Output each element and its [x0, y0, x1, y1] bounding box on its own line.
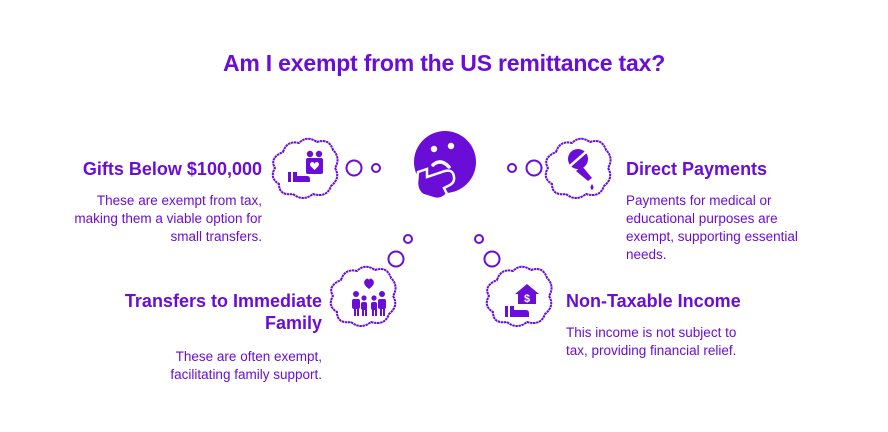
desc-line: exempt, supporting essential — [626, 229, 798, 244]
desc-line: facilitating family support. — [170, 367, 322, 382]
desc-line: small transfers. — [170, 229, 262, 244]
gifts-heading: Gifts Below $100,000 — [82, 159, 262, 179]
heading-line: Family — [264, 313, 322, 333]
desc-line: educational purposes are — [626, 211, 778, 226]
family-description: These are often exempt, facilitating fam… — [90, 348, 322, 384]
desc-line: These are often exempt, — [175, 349, 322, 364]
direct-payments-description: Payments for medical or educational purp… — [626, 192, 866, 264]
desc-line: needs. — [626, 247, 667, 262]
thought-bubbles — [345, 159, 543, 268]
heading-line: Transfers to Immediate — [124, 291, 322, 311]
direct-payments-heading: Direct Payments — [626, 159, 768, 179]
gift-in-hand-icon — [288, 150, 323, 182]
cloud-gifts — [271, 137, 339, 199]
page-title: Am I exempt from the US remittance tax? — [222, 50, 666, 76]
income-heading: Non-Taxable Income — [566, 291, 741, 311]
family-heart-icon — [352, 278, 386, 316]
svg-text:$: $ — [524, 293, 530, 305]
desc-line: Payments for medical or — [626, 193, 772, 208]
desc-line: These are exempt from tax, — [96, 193, 262, 208]
family-heading: Transfers to Immediate Family — [60, 290, 322, 334]
house-dollar-hand-icon: $ — [505, 284, 539, 317]
gifts-description: These are exempt from tax, making them a… — [30, 192, 262, 246]
desc-line: This income is not subject to — [566, 325, 737, 340]
desc-line: tax, providing financial relief. — [566, 343, 737, 358]
thinking-face-icon — [414, 131, 476, 201]
medical-dropper-icon — [568, 149, 594, 190]
income-description: This income is not subject to tax, provi… — [566, 324, 826, 360]
desc-line: making them a viable option for — [74, 211, 262, 226]
